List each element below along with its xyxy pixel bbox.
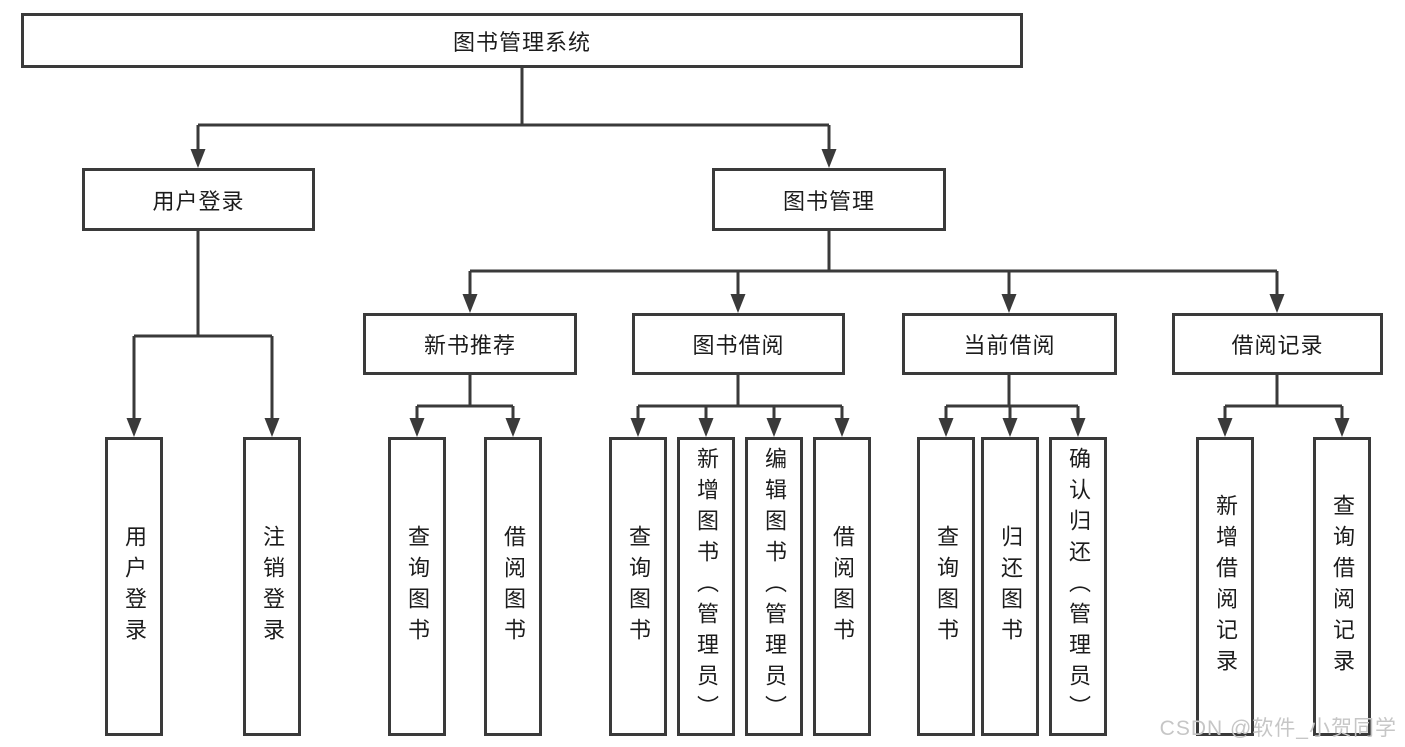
- leaf-nb-borrow-books: 借阅图书: [484, 437, 542, 736]
- leaf-br-query-record: 查询借阅记录: [1313, 437, 1371, 736]
- leaf-user-login: 用户登录: [105, 437, 163, 736]
- leaf-bb-edit-books-admin: 编辑图书（管理员）: [745, 437, 803, 736]
- node-library-system: 图书管理系统: [21, 13, 1023, 68]
- leaf-bb-borrow-books: 借阅图书: [813, 437, 871, 736]
- node-current-borrowing: 当前借阅: [902, 313, 1117, 375]
- node-book-borrowing: 图书借阅: [632, 313, 845, 375]
- watermark: CSDN @软件_小贺同学: [1159, 717, 1397, 740]
- leaf-cb-return-books: 归还图书: [981, 437, 1039, 736]
- node-book-management: 图书管理: [712, 168, 946, 231]
- node-user-login: 用户登录: [82, 168, 315, 231]
- leaf-nb-query-books: 查询图书: [388, 437, 446, 736]
- leaf-bb-add-books-admin: 新增图书（管理员）: [677, 437, 735, 736]
- node-borrowing-records: 借阅记录: [1172, 313, 1383, 375]
- leaf-bb-query-books: 查询图书: [609, 437, 667, 736]
- leaf-logout-login: 注销登录: [243, 437, 301, 736]
- leaf-cb-query-books: 查询图书: [917, 437, 975, 736]
- leaf-br-add-record: 新增借阅记录: [1196, 437, 1254, 736]
- node-new-book-recommend: 新书推荐: [363, 313, 577, 375]
- leaf-cb-confirm-return-admin: 确认归还（管理员）: [1049, 437, 1107, 736]
